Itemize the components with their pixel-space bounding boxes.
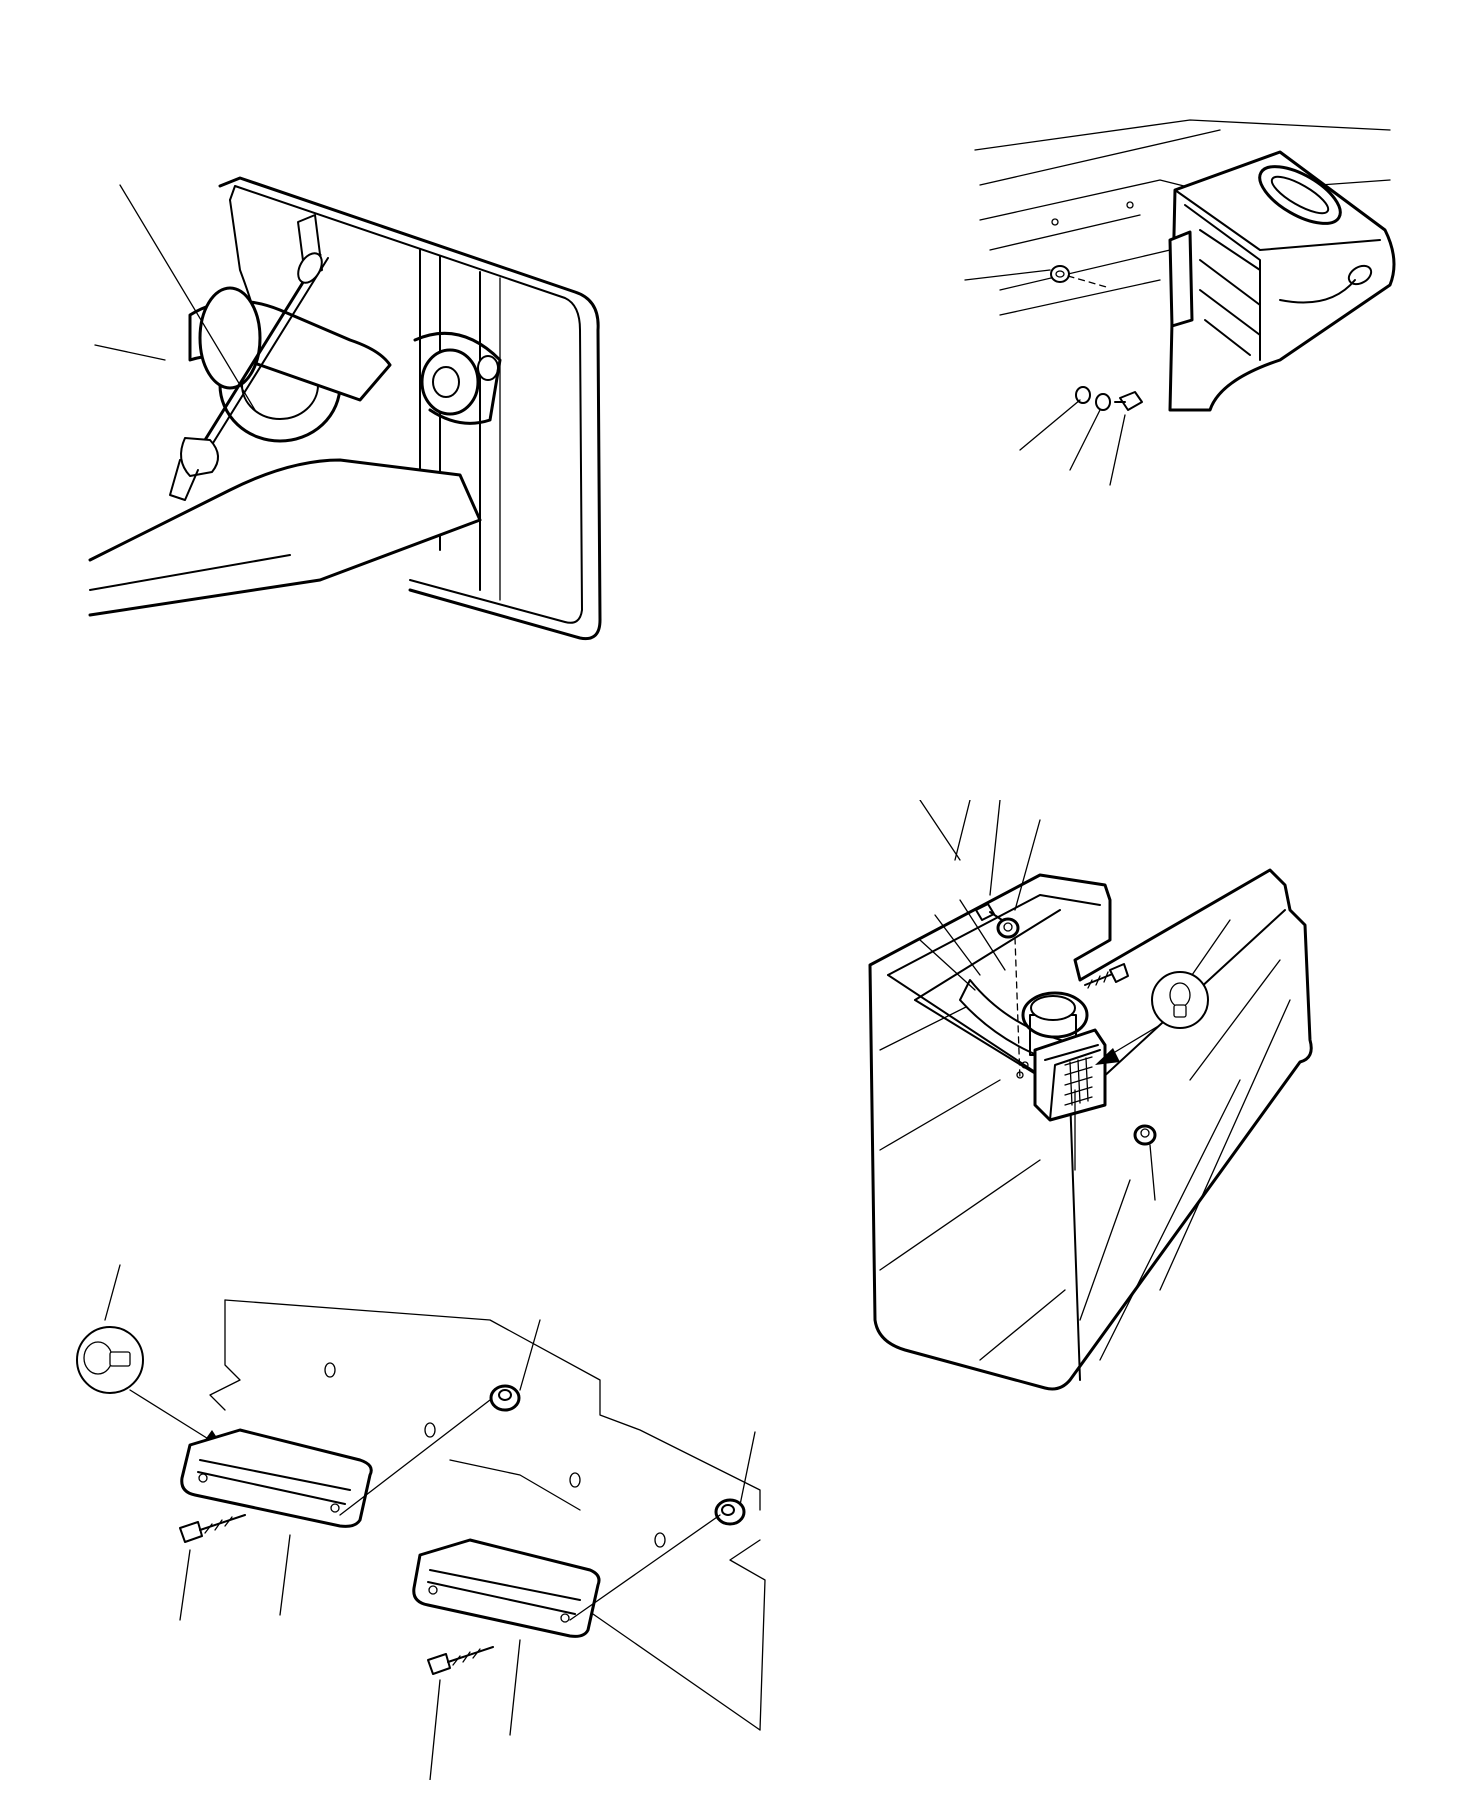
figure-marker-lamps [40, 1260, 800, 1780]
safety-cable [169, 252, 329, 501]
pointer-arrow [1095, 1024, 1161, 1065]
fasteners [1050, 265, 1143, 411]
callout-leaders [964, 179, 1391, 486]
hitch-frame [88, 176, 602, 641]
figure-rear-box-lamp [860, 800, 1460, 1400]
chassis-rails [974, 119, 1391, 316]
marker-lamp-left [180, 1428, 373, 1528]
lamp-screws [179, 1514, 494, 1675]
tank-bracket [1168, 150, 1396, 412]
rear-lamp [1016, 1028, 1157, 1146]
callout-leaders [919, 800, 1156, 1201]
marker-lamp-right [412, 1538, 601, 1638]
callout-leaders [179, 1319, 756, 1780]
lamp-grille [1064, 1056, 1093, 1106]
mounting-lines [324, 1362, 721, 1621]
bulb-detail [76, 1264, 144, 1394]
figure-tow-hitch [60, 160, 620, 660]
box-body [868, 868, 1313, 1391]
bulb-detail [1151, 919, 1231, 1029]
top-bolt-and-nut [975, 903, 1021, 1081]
callout-leaders [94, 184, 256, 411]
lamp-nuts [489, 1384, 746, 1526]
figure-tank-bracket [960, 110, 1400, 570]
